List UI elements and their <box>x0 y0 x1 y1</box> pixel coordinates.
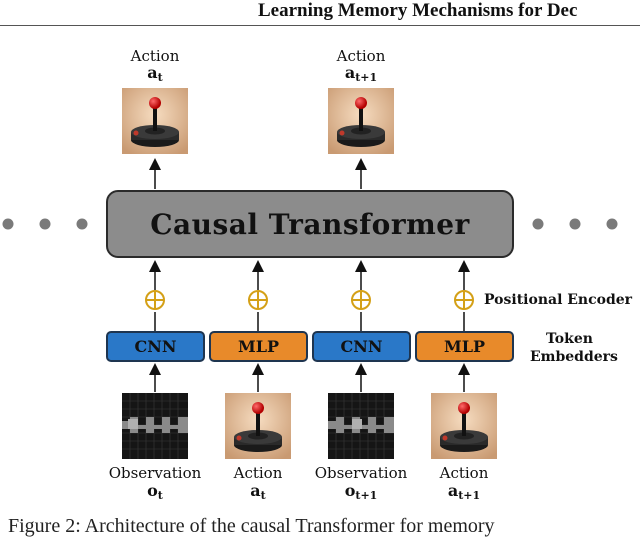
joystick-icon <box>328 88 394 154</box>
input-symbol-1: ot <box>147 481 163 502</box>
input-title-1: Observation <box>108 464 202 482</box>
observation-grid-image <box>328 393 394 459</box>
input-title-3: Observation <box>314 464 408 482</box>
ellipsis-left-icon <box>2 218 88 230</box>
positional-encoder-label: Positional Encoder <box>484 292 633 308</box>
input-symbol-3: ot+1 <box>344 481 378 502</box>
figure-caption: Figure 2: Architecture of the causal Tra… <box>8 515 495 537</box>
embedder-cnn-1: CNN <box>106 331 205 362</box>
joystick-icon <box>431 393 497 459</box>
causal-transformer-block: Causal Transformer <box>106 190 514 258</box>
observation-grid-image <box>122 393 188 459</box>
positional-plus-icon <box>145 290 165 310</box>
token-embedders-label-line1: Token <box>546 331 593 347</box>
ellipsis-right-icon <box>532 218 618 230</box>
running-header: Learning Memory Mechanisms for Dec <box>258 0 578 21</box>
output-symbol-2: at+1 <box>344 63 378 84</box>
input-title-2: Action <box>233 464 283 482</box>
header-rule <box>0 25 640 26</box>
positional-plus-icon <box>248 290 268 310</box>
token-embedders-label-line2: Embedders <box>530 349 618 365</box>
causal-transformer-label: Causal Transformer <box>150 207 470 241</box>
output-title-1: Action <box>130 47 180 65</box>
input-symbol-2: at <box>250 481 266 502</box>
embedder-mlp-1: MLP <box>209 331 308 362</box>
joystick-icon <box>122 88 188 154</box>
embedder-mlp-2: MLP <box>415 331 514 362</box>
output-title-2: Action <box>336 47 386 65</box>
output-symbol-1: at <box>147 63 163 84</box>
embedder-cnn-2: CNN <box>312 331 411 362</box>
positional-plus-icon <box>454 290 474 310</box>
input-symbol-4: at+1 <box>447 481 481 502</box>
positional-plus-icon <box>351 290 371 310</box>
joystick-icon <box>225 393 291 459</box>
input-title-4: Action <box>439 464 489 482</box>
